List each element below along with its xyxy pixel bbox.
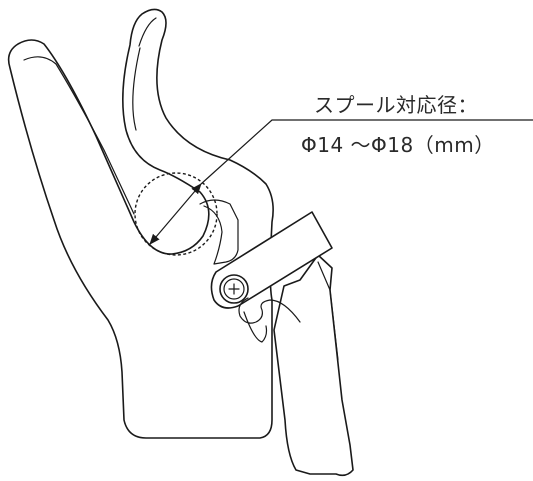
spool-diameter-range: Φ14 ～Φ18（mm） [301, 133, 495, 157]
cradle-inner-edge [23, 56, 135, 215]
spool-circle [134, 172, 218, 256]
clamp-slot [199, 199, 239, 265]
lever-arm-inner-edge [317, 261, 339, 361]
hook-inner-edge [132, 17, 157, 131]
annotation-leader-line [200, 119, 533, 185]
lever-arm [273, 254, 354, 477]
spring-clip [238, 297, 301, 343]
screw-rim [223, 278, 245, 300]
spool-diameter-title: スプール対応径： [314, 93, 478, 117]
diameter-arrow [149, 183, 202, 245]
holder-body [7, 8, 274, 439]
phillips-screw-icon [228, 283, 240, 295]
